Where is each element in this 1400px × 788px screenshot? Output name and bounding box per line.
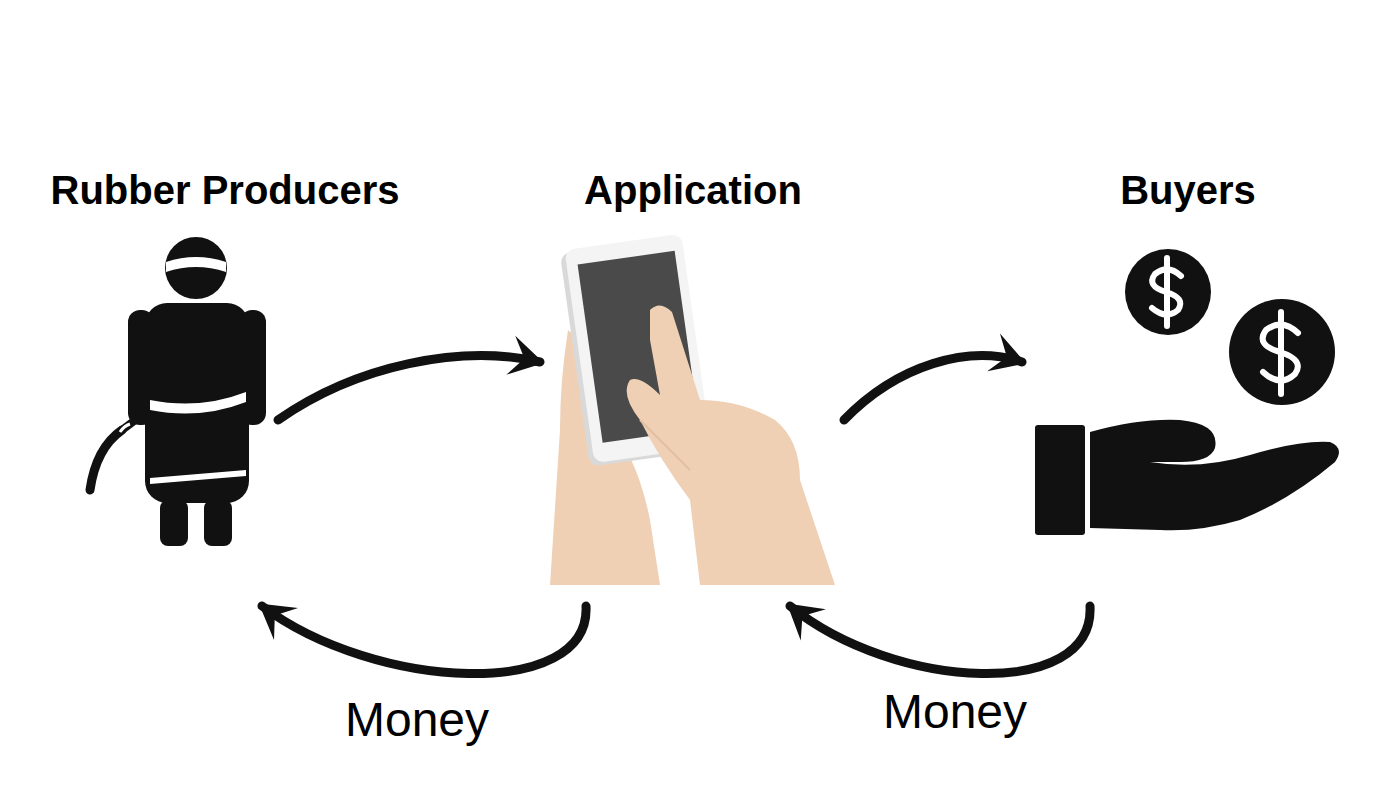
curved-arrow	[787, 603, 1090, 673]
icon-node: Rubber Producers	[80, 230, 272, 600]
buyer-hand-icon	[1035, 249, 1339, 535]
phone-hands-icon	[550, 234, 835, 585]
node-heading: Application	[584, 168, 802, 212]
curved-arrow	[259, 604, 586, 674]
edge-label: Money	[879, 685, 1031, 739]
edge-label: Money	[341, 693, 493, 747]
farmer-icon	[90, 237, 266, 546]
curved-arrow	[844, 333, 1026, 420]
node-heading: Rubber Producers	[51, 168, 400, 212]
icon-node: Application	[548, 230, 838, 600]
node-heading: Buyers	[1120, 168, 1256, 212]
icon-node: Buyers	[1030, 240, 1350, 600]
curved-arrow	[278, 336, 544, 420]
